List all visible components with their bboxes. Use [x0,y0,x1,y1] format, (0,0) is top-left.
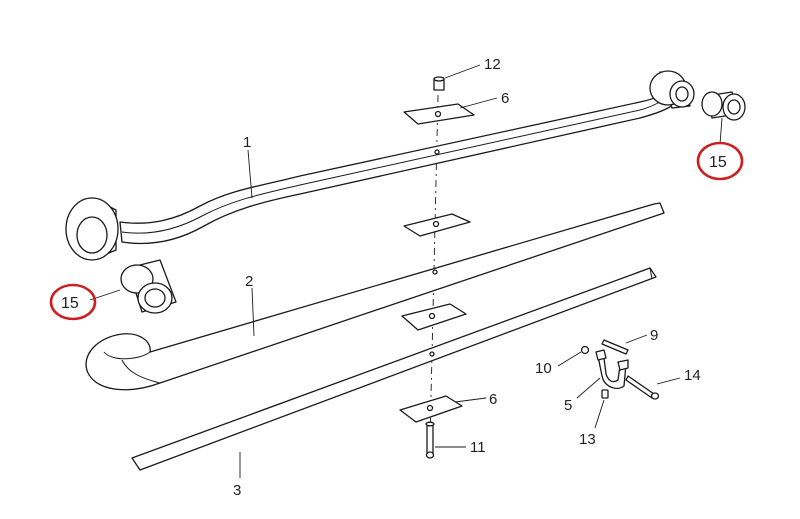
callout-1: 1 [243,134,251,151]
callout-3: 3 [233,482,241,499]
leaf-1-left-eye [65,197,119,261]
axis-hole-2 [432,269,438,275]
callout-10: 10 [535,360,552,377]
clip-5 [595,349,629,390]
callout-12: 12 [484,56,501,73]
clip-pin-9 [601,339,629,355]
callout-15-left-highlight: 15 [49,283,97,321]
clip-bolt-14 [625,375,660,400]
nut-13 [601,389,609,399]
pad-6-bottom [399,395,463,423]
callout-13: 13 [579,431,596,448]
callout-9: 9 [650,327,658,344]
callout-6-bottom: 6 [489,391,497,408]
callout-15-right-highlight: 15 [696,141,744,181]
pad-6-top [403,103,475,125]
bushing-left [120,259,177,314]
callout-6-top: 6 [501,90,509,107]
interleaf-pad-upper [403,213,471,237]
axis-hole-3 [429,351,435,357]
leaf-1-right-eye [649,70,695,109]
callout-5: 5 [564,397,572,414]
washer-10 [580,345,590,355]
leader-lines [89,64,723,478]
center-bolt-head-12 [433,76,445,91]
leaf-3 [131,267,657,471]
callout-15-left: 15 [61,295,79,312]
bushing-right [701,91,746,121]
callout-15-right: 15 [709,154,727,171]
callout-14: 14 [684,367,701,384]
interleaf-pad-lower [401,303,467,331]
axis-hole-1 [434,149,440,155]
center-bolt-11 [425,421,435,459]
callout-11: 11 [470,439,486,456]
leaf-2 [85,202,665,391]
callout-2: 2 [245,273,253,290]
